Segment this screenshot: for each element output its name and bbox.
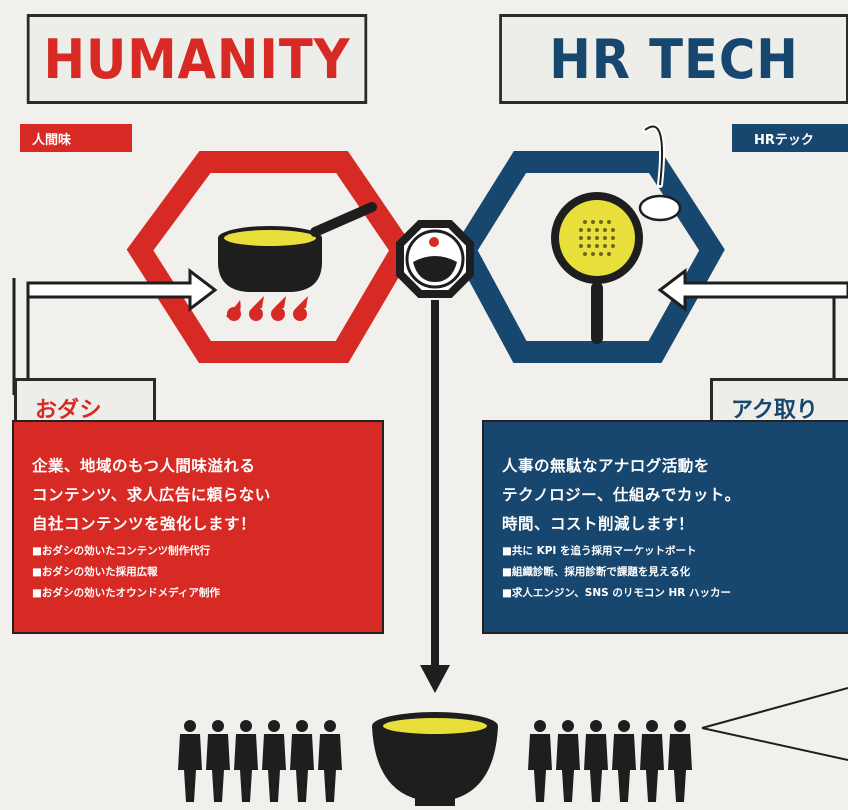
panel-line: テクノロジー、仕組みでカット。 <box>502 486 741 504</box>
panel-line: 時間、コスト削減します！ <box>502 515 695 533</box>
strainer-icon <box>551 192 643 344</box>
panel-bullet: ■求人エンジン、SNS のリモコン HR ハッカー <box>502 587 732 599</box>
hrtech-tag: HRテック <box>732 124 848 152</box>
panel-line: 人事の無駄なアナログ活動を <box>502 457 710 475</box>
humanity-tag: 人間味 <box>20 124 132 152</box>
ladle-icon <box>638 123 682 222</box>
panel-line: 企業、地域のもつ人間味溢れる <box>32 457 256 475</box>
down-arrow-icon <box>420 300 450 693</box>
pot-icon <box>218 202 377 292</box>
humanity-title: HUMANITY <box>26 14 368 104</box>
soup-bowl-icon <box>372 712 498 806</box>
right-arrow-icon <box>26 267 218 313</box>
panel-bullet: ■おダシの効いた採用広報 <box>32 566 158 578</box>
hrtech-panel: 人事の無駄なアナログ活動を テクノロジー、仕組みでカット。 時間、コスト削減しま… <box>482 420 848 634</box>
left-arrow-icon <box>657 267 848 313</box>
bowl-center-icon <box>396 220 474 298</box>
panel-bullet: ■おダシの効いたコンテンツ制作代行 <box>32 545 211 557</box>
panel-bullet: ■共に KPI を追う採用マーケットボート <box>502 545 697 557</box>
panel-bullet: ■組織診断、採用診断で課題を見える化 <box>502 566 691 578</box>
callout-lines <box>701 687 848 761</box>
panel-line: コンテンツ、求人広告に頼らない <box>32 486 271 504</box>
drops-icon <box>226 296 308 321</box>
people-left-icon <box>178 720 342 802</box>
panel-line: 自社コンテンツを強化します！ <box>32 515 257 533</box>
red-octagon <box>126 151 416 363</box>
people-right-icon <box>528 720 692 802</box>
panel-bullet: ■おダシの効いたオウンドメディア制作 <box>32 587 220 599</box>
hrtech-title: HR TECH <box>499 14 848 104</box>
humanity-panel: 企業、地域のもつ人間味溢れる コンテンツ、求人広告に頼らない 自社コンテンツを強… <box>12 420 384 634</box>
